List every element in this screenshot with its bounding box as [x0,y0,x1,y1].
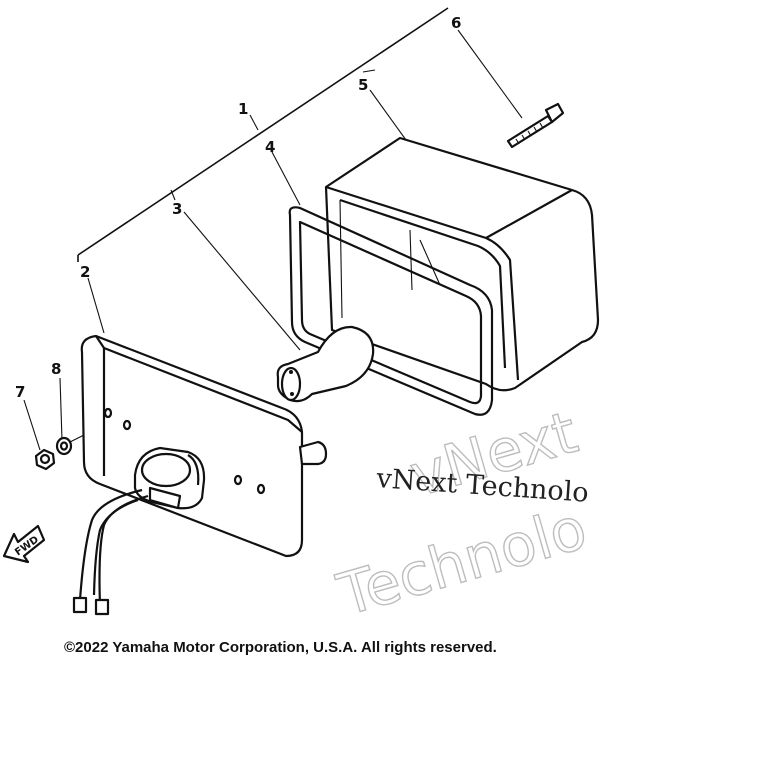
callout-4: 4 [265,138,275,156]
callout-numbers: 6 5 1 4 3 2 8 7 [15,14,461,401]
copyright-notice: ©2022 Yamaha Motor Corporation, U.S.A. A… [64,639,497,656]
bolt-part [506,102,565,149]
callout-2: 2 [80,263,90,281]
callout-5: 5 [358,76,368,94]
callout-1: 1 [238,100,248,118]
watermark: vNext Technolo vNext Technolo [329,397,768,630]
callout-8: 8 [51,360,61,378]
lens-cover-part [324,136,600,392]
nut-part [34,448,56,471]
socket-part [133,446,206,510]
wire-harness [72,488,149,616]
callout-7: 7 [15,383,25,401]
bulb-part [276,325,375,403]
callout-3: 3 [172,200,182,218]
watermark-outline-line2: Technolo [330,494,594,630]
base-plate-part [80,334,328,558]
washer-part [55,436,73,456]
callout-6: 6 [451,14,461,32]
gasket-part [288,206,494,416]
fwd-direction-arrow: FWD [2,524,46,564]
